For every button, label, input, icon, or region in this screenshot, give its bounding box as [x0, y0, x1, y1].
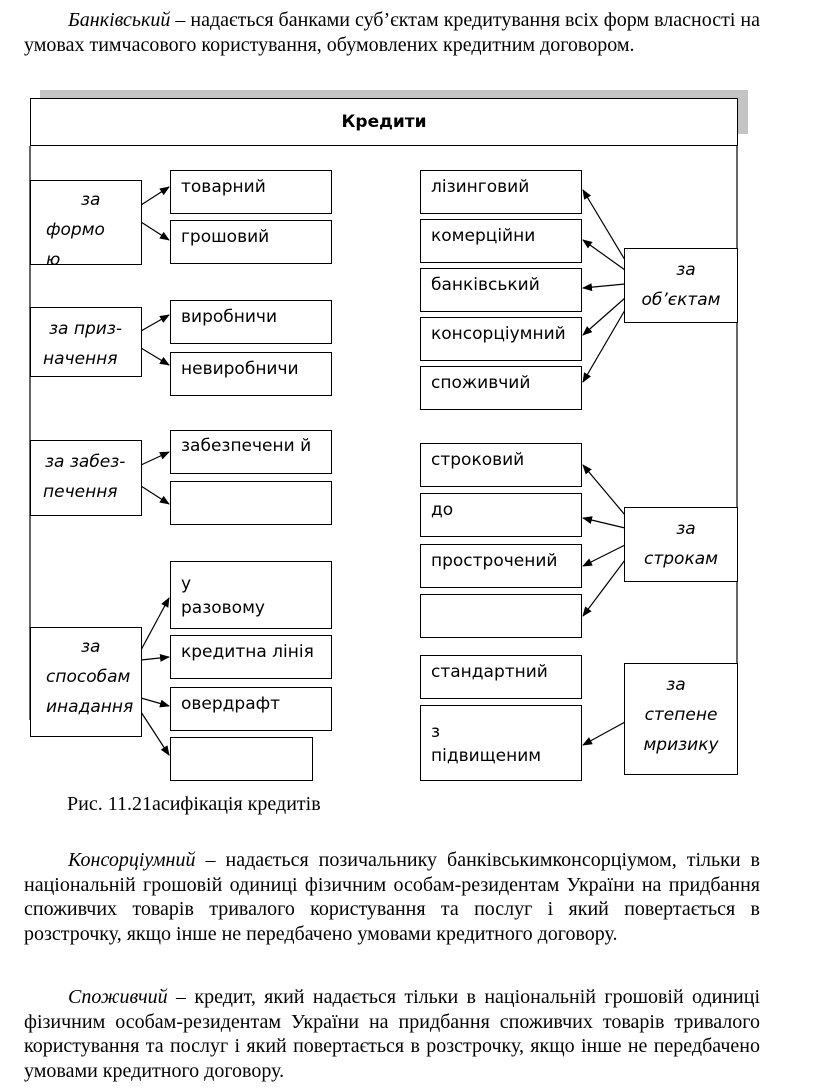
criterion-strokam: за строкам — [624, 507, 738, 582]
criterion-ryzyku: за степене мризику — [624, 663, 738, 775]
term-konsortsiumnyi: Консорціумний — [68, 849, 196, 871]
arrow-zabezp-1 — [140, 451, 170, 466]
criterion-pryzn-line2: начення — [43, 349, 118, 369]
criterion-pryzn-line1: за приз- — [49, 319, 122, 339]
paragraph-spozhyvchyi: Споживчий – кредит, який надається тільк… — [24, 985, 760, 1083]
criterion-ryzyk-line1: за — [666, 675, 686, 695]
arrow-obj-3 — [582, 283, 626, 292]
arrow-strok-1 — [582, 464, 626, 516]
arrow-pryzn-1 — [140, 314, 170, 332]
intro-text: – надається банками суб’єктам кредитуван… — [24, 9, 760, 56]
criterion-zabezp-line3: м — [31, 507, 141, 515]
term-spozhyvchyi: Споживчий — [68, 986, 168, 1008]
arrow-obj-5 — [582, 309, 626, 383]
criterion-pryznachennya: за приз- начення — [30, 307, 142, 377]
arrow-sposib-2 — [140, 653, 170, 662]
arrow-ryzyk-1 — [582, 721, 626, 746]
item-kredytna-liniya: кредитна лінія — [170, 635, 332, 679]
item-standartnyi: стандартний — [420, 655, 582, 699]
item-komertsiini: комерційни — [420, 219, 582, 263]
arrow-obj-1 — [582, 189, 626, 261]
item-prostrochenyi: прострочений — [420, 544, 582, 588]
criterion-forma: за формо ю — [30, 180, 142, 265]
intro-term: Банківський — [68, 9, 171, 31]
criterion-strok-line1: за — [676, 519, 696, 539]
arrow-forma-1 — [140, 186, 170, 206]
item-u-razovomu: у разовому — [170, 561, 332, 629]
item-bankivskyi: банківський — [420, 268, 582, 312]
criterion-forma-line2: формо — [46, 220, 105, 240]
arrow-sposib-3 — [140, 697, 170, 708]
diagram-title: Кредити — [30, 98, 738, 146]
arrow-sposib-1 — [140, 597, 170, 651]
arrow-obj-2 — [582, 239, 626, 271]
item-do: до — [420, 493, 582, 537]
item-strok-empty — [420, 594, 582, 638]
criterion-zabezpechennya: за забез- печення м — [30, 440, 142, 516]
criterion-ryzyk-line2: степене — [644, 705, 718, 725]
criterion-forma-line3: ю — [46, 250, 61, 265]
criterion-sposib-line1: за — [81, 637, 101, 657]
criterion-zabezp-line1: за забез- — [45, 452, 126, 472]
arrow-pryzn-2 — [140, 347, 170, 366]
item-konsortsiumnyi: консорціумний — [420, 317, 582, 361]
criterion-sposib: за способам инадання — [30, 627, 142, 737]
item-vyrobnychi: виробничи — [170, 300, 332, 344]
item-tovarnyi: товарний — [170, 170, 332, 214]
criterion-obj-line2: об’єктам — [641, 290, 721, 310]
item-zabezpecheni: забезпечени й — [170, 430, 332, 474]
arrow-sposib-4 — [140, 711, 170, 756]
item-sposib-empty — [170, 737, 313, 781]
paragraph-konsortsiumnyi: Консорціумний – надається позичальнику б… — [24, 848, 760, 946]
criterion-sposib-line2: способам — [46, 667, 131, 687]
arrow-strok-3 — [582, 544, 626, 567]
item-overdraft: овердрафт — [170, 687, 332, 731]
item-spozhyvchyi: споживчий — [420, 366, 582, 410]
criterion-sposib-line3: инадання — [46, 697, 134, 717]
arrow-obj-4 — [582, 297, 626, 336]
item-lizyngovyi: лізинговий — [420, 170, 582, 214]
text-konsortsiumnyi: – надається позичальнику банківськимконс… — [24, 849, 760, 945]
arrow-strok-4 — [582, 559, 626, 617]
criterion-obj-line1: за — [676, 260, 696, 280]
item-groshovyi: грошовий — [170, 220, 332, 264]
item-z-pidvyshchenym: з підвищеним — [420, 705, 582, 781]
criterion-obyektam: за об’єктам — [624, 248, 738, 323]
item-strokovyi: строковий — [420, 443, 582, 487]
item-nevyrobnychi: невиробничи — [170, 352, 332, 396]
item-zabezp-empty — [170, 481, 332, 525]
arrow-zabezp-2 — [140, 485, 170, 505]
arrow-strok-2 — [582, 516, 626, 529]
criterion-strok-line2: строкам — [644, 549, 718, 569]
intro-paragraph: Банківський – надається банками суб’єкта… — [24, 8, 760, 57]
criterion-ryzyk-line3: мризику — [643, 735, 719, 755]
criterion-zabezp-line2: печення — [43, 482, 118, 502]
criterion-forma-line1: за — [81, 190, 101, 210]
figure-caption: Рис. 11.21асифікація кредитів — [67, 793, 321, 815]
text-spozhyvchyi: – кредит, який надається тільки в націон… — [24, 986, 760, 1082]
arrow-forma-2 — [140, 221, 170, 241]
